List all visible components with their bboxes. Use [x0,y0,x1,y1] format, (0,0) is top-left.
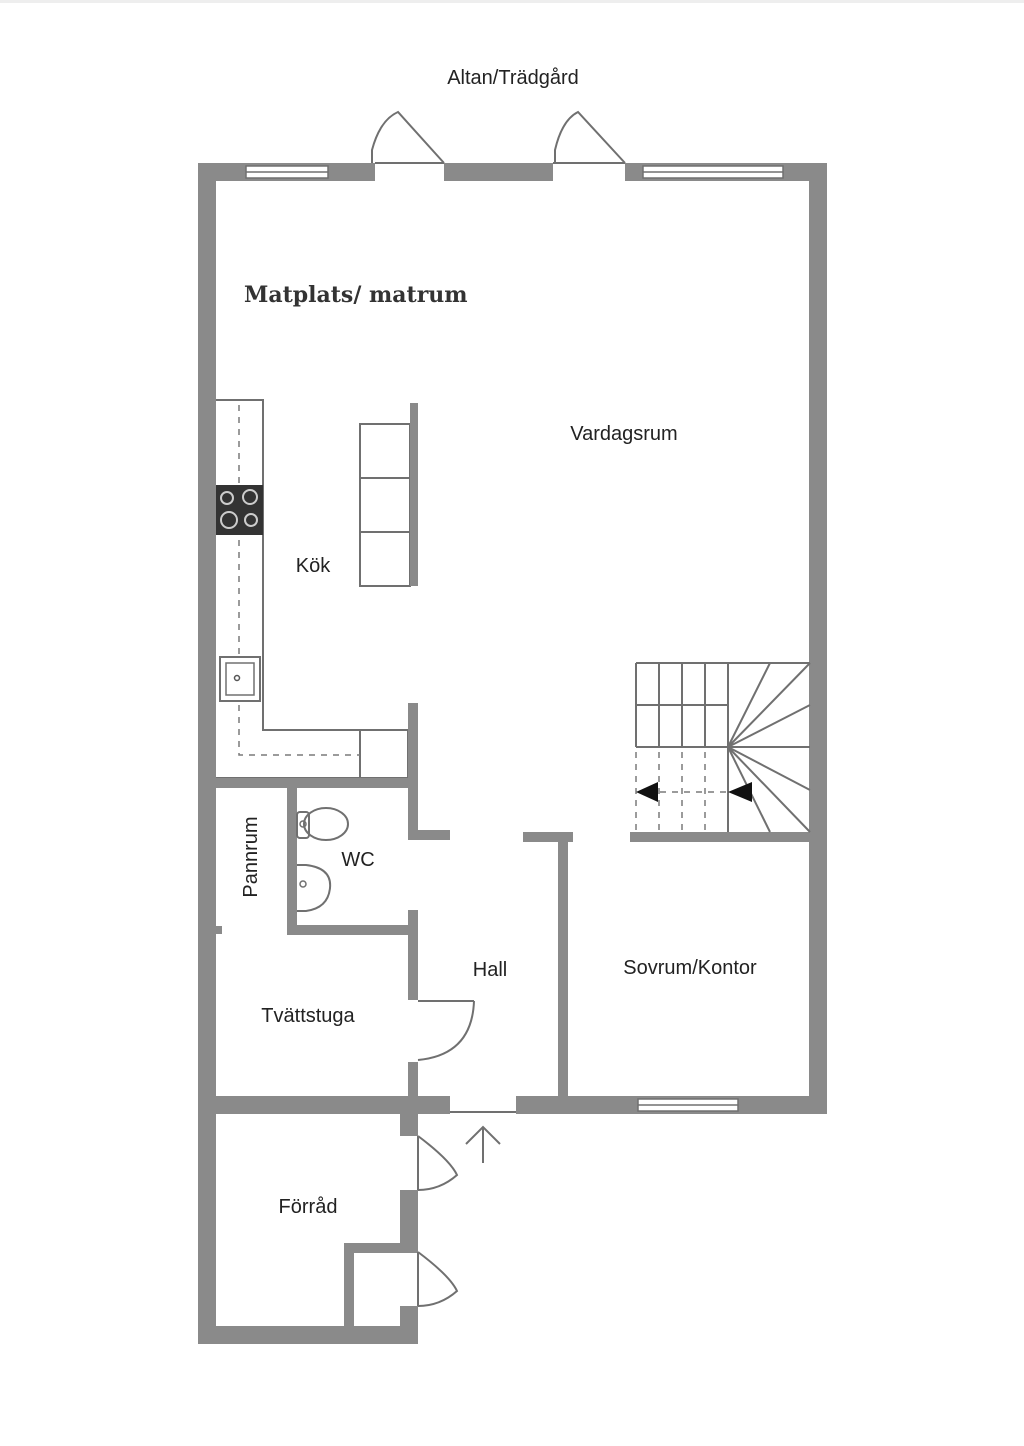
toilet-icon [296,807,349,841]
label-boiler-room: Pannrum [240,816,262,897]
laundry-door [417,1000,475,1061]
label-wc: WC [341,849,374,871]
label-garden: Altan/Trädgård [447,67,579,89]
label-kitchen: Kök [296,555,331,577]
kitchen-island [359,403,418,587]
stair-arrow-icon [636,782,658,802]
kitchen-counter [216,399,409,779]
entrance [450,1111,516,1163]
label-bedroom: Sovrum/Kontor [623,957,757,979]
sink-icon [219,656,261,702]
storage-doors [417,1135,459,1307]
label-storage: Förråd [279,1196,338,1218]
stair-arrow-icon [728,782,752,802]
washbasin-icon [297,864,332,912]
label-hall: Hall [473,959,507,981]
interior-walls [216,703,810,1096]
top-border [0,0,1024,3]
windows [245,165,784,1112]
label-laundry: Tvättstuga [261,1005,355,1027]
label-dining: Matplats/ matrum [244,282,468,308]
storage-walls [198,1114,418,1344]
label-living: Vardagsrum [570,423,677,445]
patio-doors [371,110,626,164]
stove-icon [216,485,263,535]
staircase [635,662,811,833]
